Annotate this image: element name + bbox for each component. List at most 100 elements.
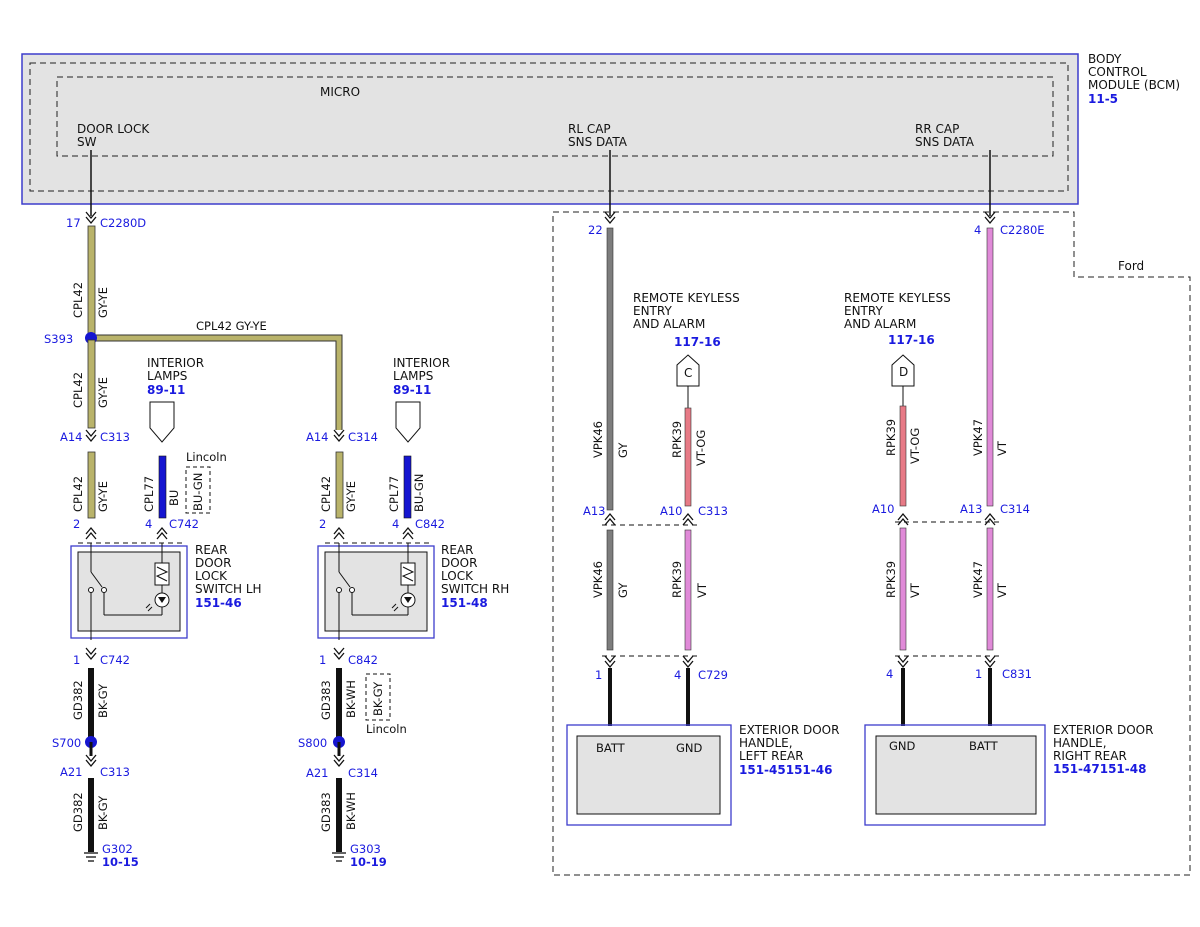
door-lock-sw-line2: SW (77, 135, 97, 149)
handle-rr-line2: HANDLE, (1053, 736, 1107, 750)
wire-label: GY (616, 582, 630, 598)
s700-label: S700 (52, 736, 81, 750)
wire-label: RPK39 (670, 421, 684, 458)
right-a13: A13 (960, 502, 983, 516)
mid-a13: A13 (583, 504, 606, 518)
switch-rh-ref[interactable]: 151-48 (441, 596, 488, 610)
rh-c314: C314 (348, 430, 378, 444)
bcm-module: MICRO DOOR LOCK SW RL CAP SNS DATA RR CA… (21, 52, 1180, 216)
lh-a14: A14 (60, 430, 83, 444)
wire-label: VT-OG (908, 428, 922, 464)
lincoln-label-2: Lincoln (366, 722, 407, 736)
c742-label: C742 (169, 517, 199, 531)
wire-label: BU-GN (412, 474, 426, 512)
interior-lamps-lh-ref[interactable]: 89-11 (147, 383, 185, 397)
c2280e-pin-rl: 22 (588, 223, 603, 237)
switch-lh-ref[interactable]: 151-46 (195, 596, 242, 610)
c831-pin1: 1 (975, 667, 982, 681)
handle-lr-gnd: GND (676, 741, 703, 755)
wire-cpl42-label: CPL42 (71, 282, 85, 318)
wire-label: GD382 (71, 680, 85, 720)
c729-pin4: 4 (674, 668, 681, 682)
wire-label: VT (908, 582, 922, 598)
handle-lr-line3: LEFT REAR (739, 749, 804, 763)
ground-icon-g303 (332, 852, 346, 862)
interior-lamps-lh-connector (149, 401, 175, 443)
rear-door-lock-switch-rh (317, 543, 435, 640)
wire-label: CPL42 (71, 372, 85, 408)
interior-lamps-rh-ref[interactable]: 89-11 (393, 383, 431, 397)
handle-lr-ref[interactable]: 151-45151-46 (739, 763, 832, 777)
c842-label: C842 (415, 517, 445, 531)
exterior-door-handle-left-rear (566, 724, 732, 826)
lincoln-label: Lincoln (186, 450, 227, 464)
bcm-title-line1: BODY (1088, 52, 1122, 66)
handle-rr-ref[interactable]: 151-47151-48 (1053, 762, 1146, 776)
wire-label: VT-OG (694, 430, 708, 466)
wire-label: GD383 (319, 680, 333, 720)
wire-label: GY-YE (96, 481, 110, 512)
wire-label: VPK46 (591, 561, 605, 598)
wire-label: RPK39 (884, 419, 898, 456)
right-a10: A10 (872, 502, 895, 516)
switch-rh-line2: DOOR (441, 556, 477, 570)
bcm-title-line2: CONTROL (1088, 65, 1147, 79)
handle-lr-line1: EXTERIOR DOOR (739, 723, 839, 737)
bcm-ref-link[interactable]: 11-5 (1088, 92, 1118, 106)
wire-label: VPK47 (971, 561, 985, 598)
wire-label: GD383 (319, 792, 333, 832)
wire-label: BU (167, 490, 181, 506)
wire-label: GD382 (71, 792, 85, 832)
ford-label: Ford (1118, 259, 1144, 273)
g302-ref[interactable]: 10-15 (102, 855, 139, 869)
g302-label: G302 (102, 842, 133, 856)
wire-cpl42-lh-top (87, 225, 96, 337)
s393-label: S393 (44, 332, 73, 346)
c729-pin1: 1 (595, 668, 602, 682)
switch-rh-line1: REAR (441, 543, 473, 557)
wire-label: GY-YE (96, 377, 110, 408)
ford-region (552, 211, 1191, 876)
rh-a14: A14 (306, 430, 329, 444)
wire-label: VPK46 (591, 421, 605, 458)
mid-a10: A10 (660, 504, 683, 518)
ground-icon-g302 (84, 852, 98, 862)
rke-d-label: D (899, 365, 908, 379)
bcm-title-line3: MODULE (BCM) (1088, 78, 1180, 92)
rear-door-lock-switch-lh (70, 543, 188, 640)
rh-c314b: C314 (348, 766, 378, 780)
rh-pin4: 4 (392, 517, 399, 531)
handle-rr-line3: RIGHT REAR (1053, 749, 1127, 763)
handle-lr-line2: HANDLE, (739, 736, 793, 750)
switch-lh-line2: DOOR (195, 556, 231, 570)
rh-pin2: 2 (319, 517, 326, 531)
wire-label: BK-WH (344, 680, 358, 718)
rke-right-ref[interactable]: 117-16 (888, 333, 935, 347)
g303-ref[interactable]: 10-19 (350, 855, 387, 869)
rke-right-line1: REMOTE KEYLESS (844, 291, 951, 305)
rr-cap-line2: SNS DATA (915, 135, 975, 149)
wire-label: VT (995, 440, 1009, 456)
c729-label: C729 (698, 668, 728, 682)
c2280e-pin-rr: 4 (974, 223, 981, 237)
s800-label: S800 (298, 736, 327, 750)
rke-c-label: C (684, 366, 692, 380)
rke-left-line3: AND ALARM (633, 317, 705, 331)
interior-lamps-rh-line2: LAMPS (393, 369, 433, 383)
rke-right-line3: AND ALARM (844, 317, 916, 331)
lh-a21: A21 (60, 765, 83, 779)
c831-label: C831 (1002, 667, 1032, 681)
wire-label: RPK39 (670, 561, 684, 598)
wire-label: CPL77 (142, 476, 156, 512)
rke-left-line2: ENTRY (633, 304, 672, 318)
lh-c313b: C313 (100, 765, 130, 779)
door-lock-sw-line1: DOOR LOCK (77, 122, 150, 136)
rl-cap-line2: SNS DATA (568, 135, 628, 149)
right-c314: C314 (1000, 502, 1030, 516)
lh-pin2: 2 (73, 517, 80, 531)
lh-pin1: 1 (73, 653, 80, 667)
wire-label: BU-GN (191, 473, 205, 511)
rke-left-ref[interactable]: 117-16 (674, 335, 721, 349)
interior-lamps-lh-line1: INTERIOR (147, 356, 204, 370)
wire-label: VPK47 (971, 419, 985, 456)
